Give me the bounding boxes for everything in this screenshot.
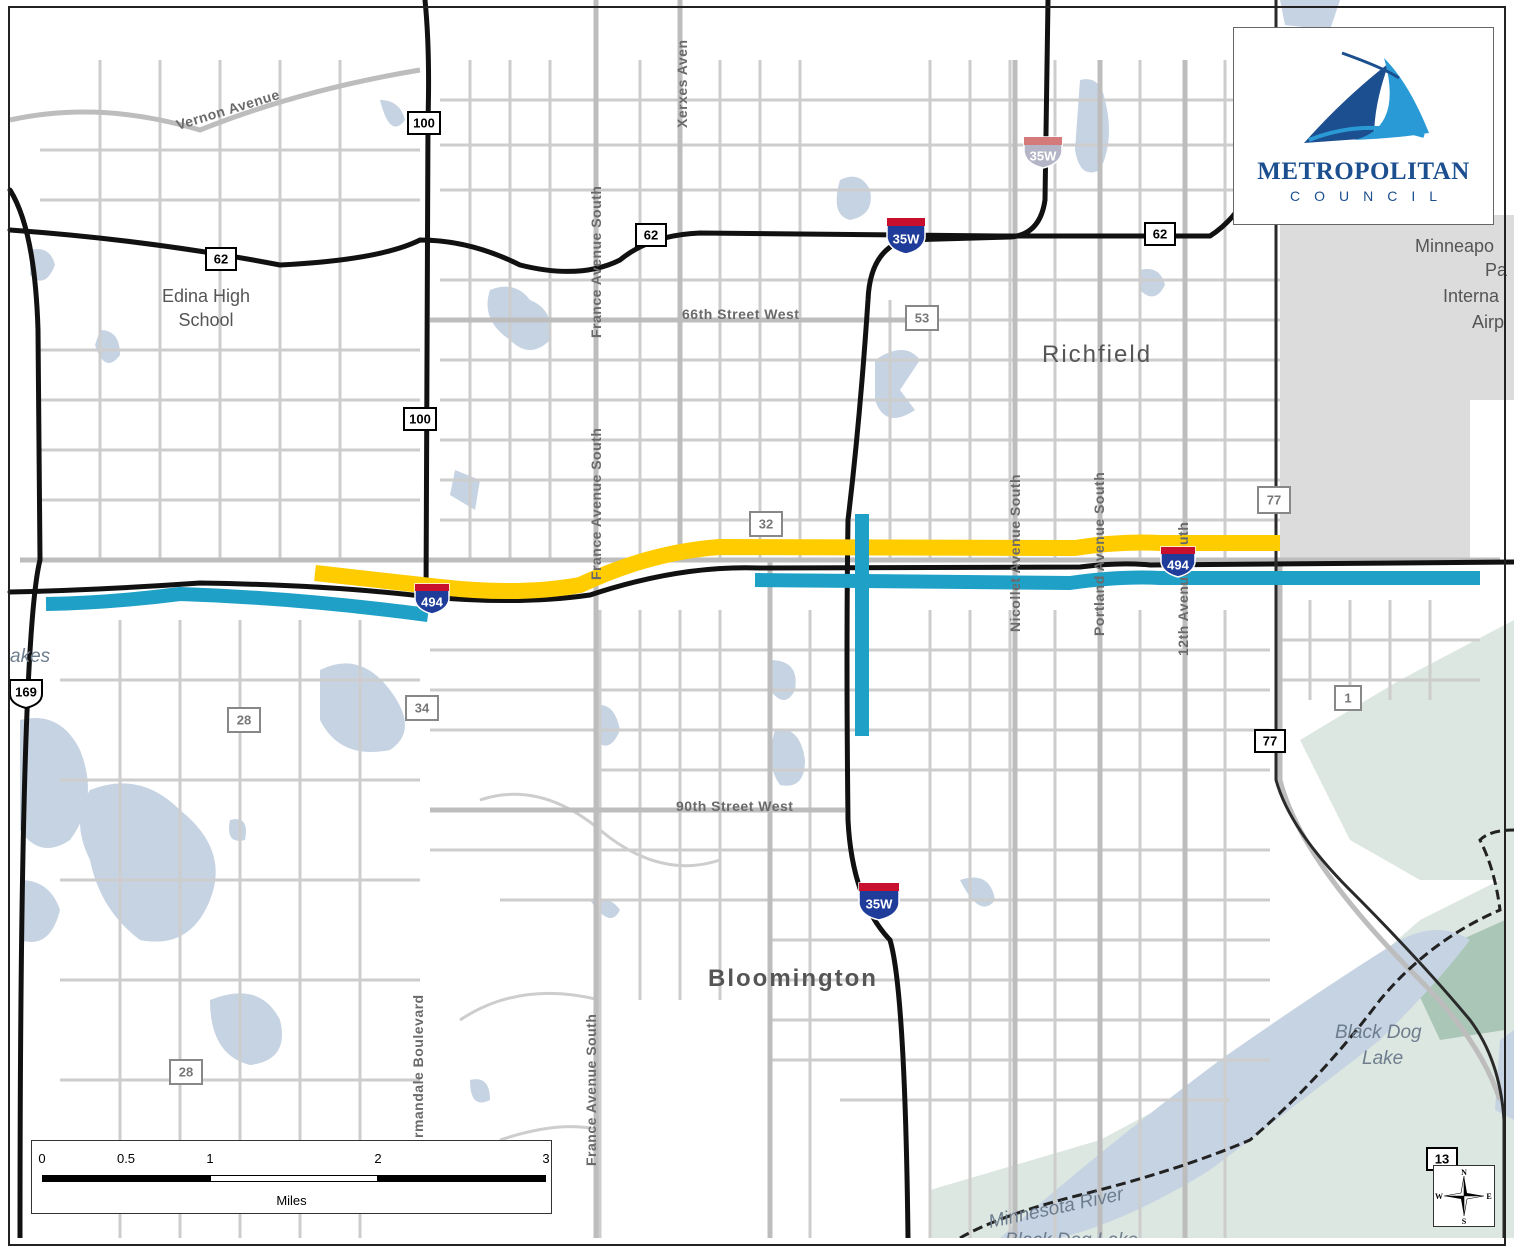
place-msp-3: Interna	[1443, 286, 1500, 306]
svg-text:13: 13	[1435, 1152, 1449, 1167]
place-lakes: akes	[10, 646, 51, 667]
water-black-dog-2: Lake	[1362, 1048, 1403, 1069]
svg-text:77: 77	[1267, 493, 1281, 508]
compass-icon: N S E W	[1435, 1168, 1492, 1226]
i35w-line	[844, 0, 1051, 1238]
shield-co1: 1	[1334, 685, 1362, 711]
svg-text:35W: 35W	[893, 232, 920, 247]
scale-segment-2	[126, 1175, 210, 1182]
park-east	[1300, 620, 1514, 880]
shield-co28-north: 28	[227, 707, 261, 733]
freeways	[7, 0, 1514, 1238]
place-bloomington: Bloomington	[708, 965, 878, 992]
shield-hwy77-south: 77	[1254, 729, 1286, 753]
street-66th: 66th Street West	[682, 306, 799, 322]
svg-text:62: 62	[644, 228, 658, 243]
shield-i494-west: 494	[414, 583, 450, 615]
hwy77-line	[1274, 0, 1506, 1238]
svg-text:53: 53	[915, 311, 929, 326]
street-france-south: France Avenue South	[583, 1014, 599, 1166]
blue-segment-494-east	[754, 570, 1480, 591]
street-portland: Portland Avenue South	[1091, 472, 1107, 636]
svg-text:34: 34	[415, 701, 430, 716]
place-msp-1: Minneapo	[1415, 236, 1494, 256]
svg-text:1: 1	[1344, 691, 1351, 706]
svg-text:62: 62	[1153, 227, 1167, 242]
hwy-62-line	[7, 187, 1253, 274]
shield-hwy100-north: 100	[407, 111, 441, 135]
blue-segment-494-west	[45, 586, 429, 622]
metropolitan-council-logo: METROPOLITAN COUNCIL	[1233, 27, 1494, 225]
street-vernon: Vernon Avenue	[174, 86, 281, 133]
arterials	[9, 0, 1503, 1238]
place-edina-high-1: Edina High	[162, 286, 250, 306]
svg-text:100: 100	[413, 116, 435, 131]
compass-w: W	[1435, 1192, 1443, 1201]
svg-text:494: 494	[1167, 558, 1189, 573]
shield-co32: 32	[749, 511, 783, 537]
compass-s: S	[1462, 1217, 1467, 1226]
compass-e: E	[1486, 1192, 1491, 1201]
shield-i494-east: 494	[1160, 546, 1196, 578]
place-edina-high-2: School	[178, 310, 233, 330]
scale-tick-2: 2	[374, 1151, 382, 1166]
svg-text:77: 77	[1263, 734, 1277, 749]
us169-line	[7, 187, 43, 1238]
svg-text:494: 494	[421, 595, 443, 610]
logo-sub: COUNCIL	[1289, 188, 1451, 204]
scale-tick-0-5: 0.5	[116, 1151, 136, 1166]
street-xerxes: Xerxes Aven	[674, 39, 690, 128]
svg-text:32: 32	[759, 517, 773, 532]
compass-n: N	[1461, 1168, 1467, 1177]
street-nicollet: Nicollet Avenue South	[1007, 474, 1023, 632]
svg-text:100: 100	[409, 412, 431, 427]
scale-tick-1: 1	[206, 1151, 214, 1166]
i494-line	[7, 559, 1514, 604]
scale-segment-3	[210, 1175, 378, 1182]
place-richfield: Richfield	[1042, 341, 1152, 368]
svg-text:35W: 35W	[1030, 149, 1057, 164]
airport-inner	[1470, 400, 1514, 560]
street-normandale: rmandale Boulevard	[410, 994, 426, 1138]
scale-tick-0: 0	[38, 1151, 46, 1166]
shield-hwy77-north: 77	[1257, 486, 1291, 514]
place-msp-4: Airp	[1472, 312, 1504, 332]
water-black-dog-bottom: Black Dog Lake	[1005, 1230, 1138, 1238]
logo-swoosh-icon	[1304, 51, 1429, 143]
hwy-100-line	[422, 0, 432, 603]
shield-hwy62-east: 62	[1144, 222, 1176, 246]
svg-text:28: 28	[237, 713, 251, 728]
yellow-segment-494	[314, 534, 1280, 600]
shield-co53: 53	[905, 305, 939, 331]
scale-bar: 0 0.5 1 2 3 Miles	[31, 1140, 552, 1214]
shield-co34: 34	[405, 695, 439, 721]
svg-text:28: 28	[179, 1065, 193, 1080]
scale-tick-3: 3	[542, 1151, 550, 1166]
svg-text:169: 169	[15, 685, 37, 700]
svg-text:35W: 35W	[866, 897, 893, 912]
shield-hwy62-mid: 62	[635, 223, 667, 247]
park-dark	[1405, 920, 1505, 1040]
street-france-mid: France Avenue South	[588, 428, 604, 580]
scale-segment-4	[378, 1175, 546, 1182]
shield-i35w-north-small: 35W	[1023, 136, 1063, 169]
shield-i35w-north: 35W	[886, 217, 926, 255]
scale-unit: Miles	[276, 1193, 307, 1208]
shield-hwy100-south: 100	[403, 407, 437, 431]
shield-us169: 169	[9, 679, 43, 710]
place-msp-2: Pa	[1485, 260, 1508, 280]
shield-hwy62-west: 62	[205, 247, 237, 271]
shield-i35w-south: 35W	[858, 882, 900, 921]
logo-name: METROPOLITAN	[1257, 158, 1470, 185]
street-12th: 12th Avenue South	[1175, 522, 1191, 656]
svg-text:62: 62	[214, 252, 228, 267]
street-90th: 90th Street West	[676, 798, 793, 814]
scale-segment-1	[42, 1175, 126, 1182]
water-black-dog-1: Black Dog	[1335, 1022, 1422, 1043]
north-arrow: N S E W	[1433, 1165, 1495, 1227]
shield-co28-south: 28	[169, 1059, 203, 1085]
street-france-north: France Avenue South	[588, 186, 604, 338]
county-boundary	[959, 828, 1514, 1238]
